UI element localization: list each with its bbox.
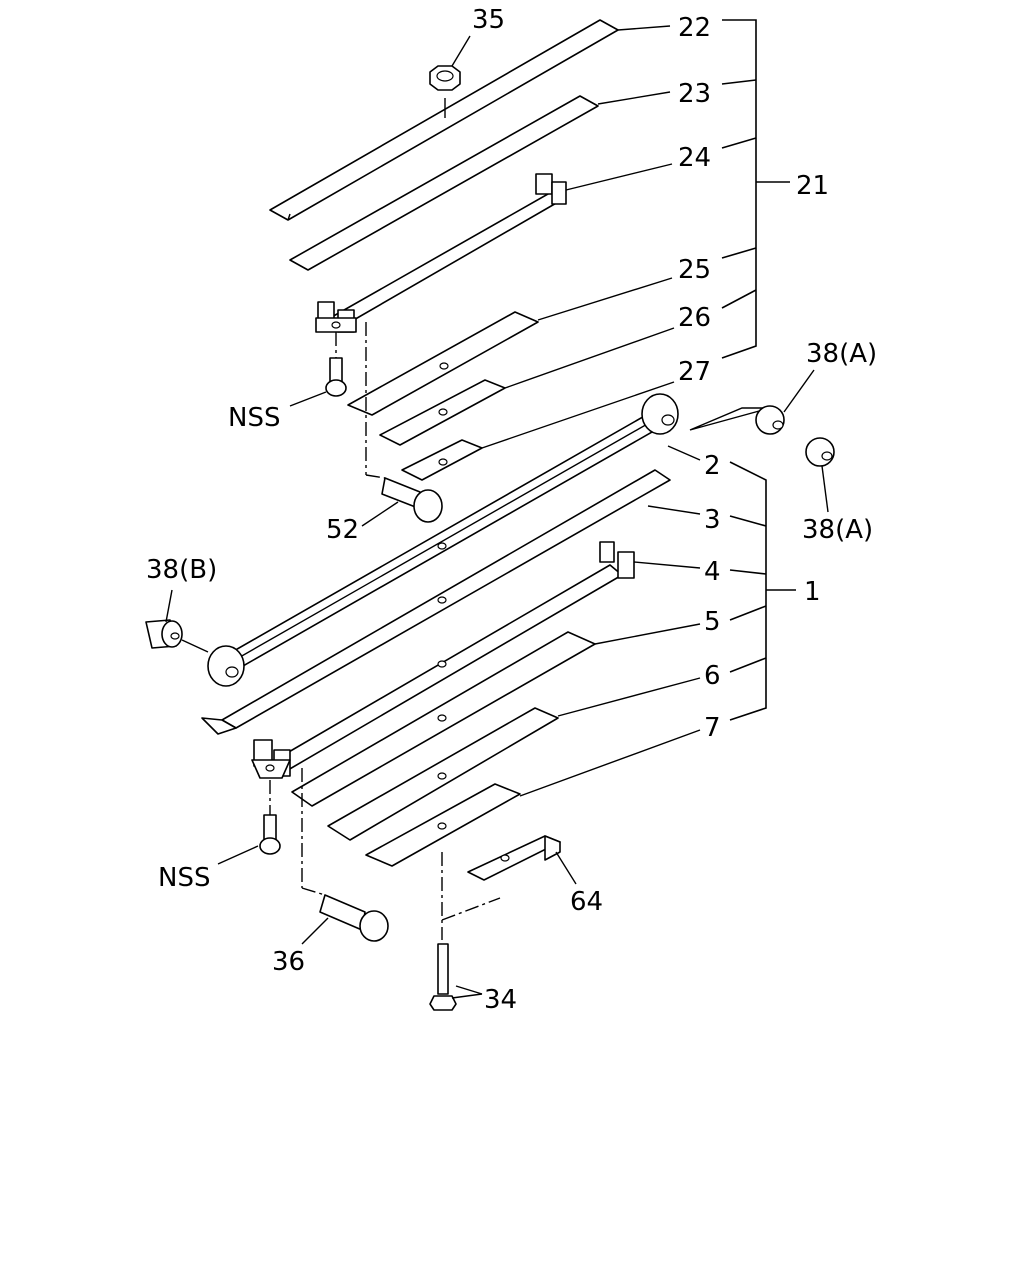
bracket-21 [721,19,757,359]
nss-bolt-lower [259,780,281,855]
main-leaf-2 [207,393,679,687]
callout-labels: 35 22 23 24 21 25 26 27 NSS 52 38(A) 38(… [146,5,877,1015]
upper-leaf-27 [401,439,483,481]
bracket-64 [467,835,561,881]
callout-23: 23 [678,79,711,109]
bushing-38a-right [689,405,785,435]
callout-36: 36 [272,947,305,977]
callout-38b: 38(B) [146,555,217,585]
callout-27: 27 [678,357,711,387]
callout-4: 4 [704,557,721,587]
callout-6: 6 [704,661,721,691]
callout-nss-top: NSS [228,403,280,433]
callout-22: 22 [678,13,711,43]
callout-38a-top: 38(A) [806,339,877,369]
callout-1: 1 [804,577,821,607]
bushing-38b [145,619,209,653]
upper-leaf-24-with-clips [315,173,567,333]
callout-25: 25 [678,255,711,285]
callout-nss-bottom: NSS [158,863,210,893]
callout-24: 24 [678,143,711,173]
main-leaf-4-with-clips [251,541,635,779]
callout-35: 35 [472,5,505,35]
callout-21: 21 [796,171,829,201]
callout-64: 64 [570,887,603,917]
callout-26: 26 [678,303,711,333]
nut-35 [429,35,471,118]
main-leaf-6 [327,707,559,841]
callout-52: 52 [326,515,359,545]
callout-7: 7 [704,713,721,743]
leader-lines [165,25,829,999]
nss-bolt-upper [325,332,347,397]
bolt-52 [365,322,443,523]
callout-38a-bottom: 38(A) [802,515,873,545]
main-leaf-3 [201,469,671,735]
callout-3: 3 [704,505,721,535]
upper-leaf-25 [347,311,539,416]
callout-5: 5 [704,607,721,637]
main-leaf-7 [365,783,521,867]
bracket-1 [729,461,767,721]
bushing-38a-separate [805,437,835,467]
bolt-36 [301,768,389,942]
center-bolt-34 [429,852,501,1011]
callout-2: 2 [704,451,721,481]
callout-34: 34 [484,985,517,1015]
